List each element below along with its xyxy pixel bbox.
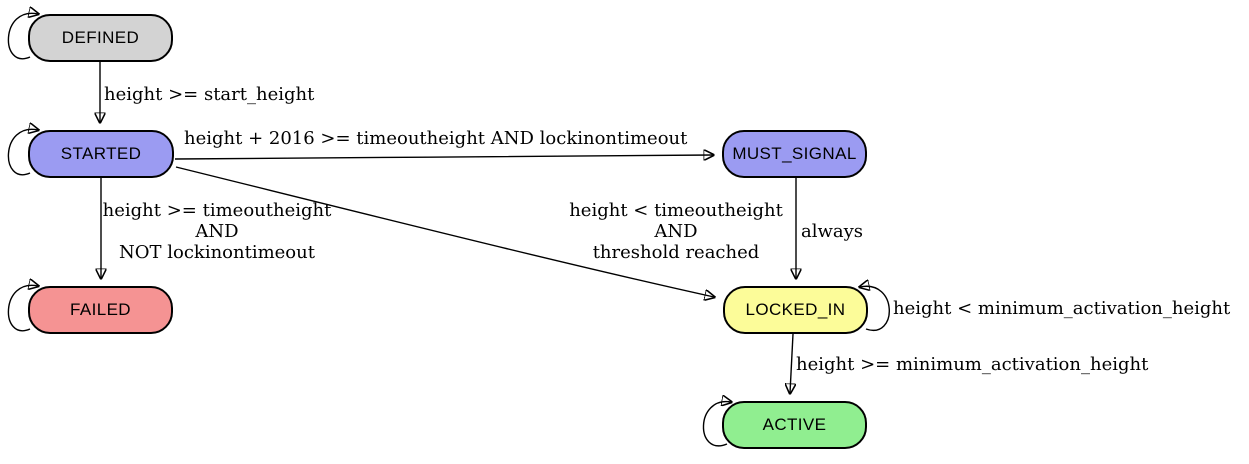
state-must-signal-label: MUST_SIGNAL <box>732 144 857 163</box>
state-active: ACTIVE <box>722 401 867 449</box>
edge-label-started-locked-in: height < timeoutheight AND threshold rea… <box>569 200 783 263</box>
state-active-label: ACTIVE <box>762 415 827 434</box>
edge-label-defined-started: height >= start_height <box>104 84 315 105</box>
self-loop-active <box>702 402 731 447</box>
self-loop-started <box>7 129 38 176</box>
state-started-label: STARTED <box>60 144 142 163</box>
state-started: STARTED <box>28 130 174 178</box>
edge-started-to-locked-in <box>175 166 714 297</box>
edge-started-to-must-signal <box>174 155 713 159</box>
edge-locked-in-to-active <box>790 333 793 393</box>
edge-label-must-signal-locked-in: always <box>801 221 864 242</box>
state-must-signal: MUST_SIGNAL <box>722 130 867 178</box>
state-defined-label: DEFINED <box>61 28 140 47</box>
edge-label-locked-in-active: height >= minimum_activation_height <box>796 354 1149 375</box>
self-loop-locked-in <box>860 286 890 332</box>
state-locked-in: LOCKED_IN <box>723 286 868 334</box>
state-failed-label: FAILED <box>70 300 131 319</box>
state-failed: FAILED <box>28 286 173 334</box>
edge-label-started-must-signal: height + 2016 >= timeoutheight AND locki… <box>184 128 688 149</box>
state-defined: DEFINED <box>28 14 173 62</box>
state-locked-in-label: LOCKED_IN <box>745 300 846 319</box>
self-loop-defined <box>7 13 38 60</box>
edge-label-started-failed: height >= timeoutheight AND NOT lockinon… <box>102 200 332 263</box>
edge-label-locked-in-self: height < minimum_activation_height <box>893 298 1231 319</box>
self-loop-failed <box>7 285 38 332</box>
